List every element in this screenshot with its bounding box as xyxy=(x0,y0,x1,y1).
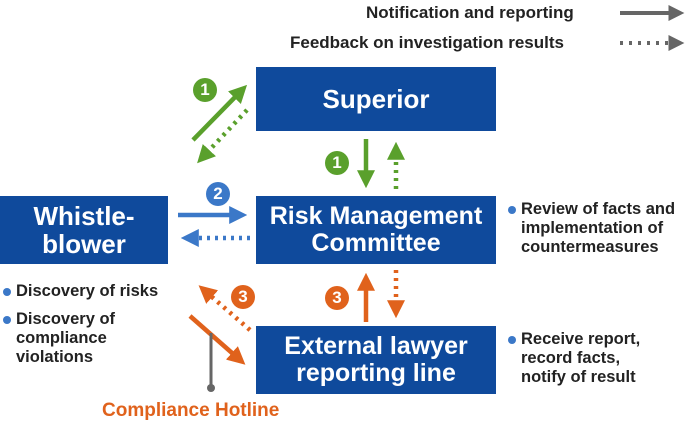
external-note-line1: Receive report, xyxy=(521,330,641,348)
risk-committee-label-line1: Risk Management xyxy=(269,202,483,230)
risks-note: Discovery of risks xyxy=(3,282,159,301)
step-2-badge: 2 xyxy=(206,182,230,206)
external-note-line3: notify of result xyxy=(521,367,636,386)
arrow-wb-to-superior xyxy=(191,84,248,142)
whistleblower-label-line2: blower xyxy=(42,229,126,259)
step-3-badge-left: 3 xyxy=(231,285,255,309)
whistleblower-box: Whistle- blower xyxy=(0,196,168,264)
external-lawyer-box: External lawyer reporting line xyxy=(256,326,496,394)
risks-note-line1: Discovery of risks xyxy=(16,282,159,300)
legend-solid-label: Notification and reporting xyxy=(366,3,574,22)
step-3-badge-center: 3 xyxy=(325,286,349,310)
violations-note: Discovery of compliance violations xyxy=(3,310,116,366)
committee-note-line3: countermeasures xyxy=(521,237,659,256)
hotline-pointer-dot xyxy=(207,384,215,392)
committee-note: Review of facts and implementation of co… xyxy=(508,200,676,256)
arrow-ext-to-wb-feedback xyxy=(198,285,252,332)
step-1-badge-center: 1 xyxy=(325,151,349,175)
legend-dotted-label: Feedback on investigation results xyxy=(290,33,564,52)
external-label-line1: External lawyer xyxy=(284,332,468,360)
violations-note-line3: violations xyxy=(16,347,94,366)
bullet-icon xyxy=(508,206,516,214)
external-note: Receive report, record facts, notify of … xyxy=(508,330,641,386)
bullet-icon xyxy=(508,336,516,344)
arrow-superior-to-wb-feedback xyxy=(197,108,249,164)
risk-committee-label-line2: Committee xyxy=(311,229,441,257)
violations-note-line1: Discovery of xyxy=(16,310,116,328)
whistleblower-label-line1: Whistle- xyxy=(33,200,135,231)
external-label-line2: reporting line xyxy=(296,359,456,387)
violations-note-line2: compliance xyxy=(16,328,107,347)
bullet-icon xyxy=(3,288,11,296)
bullet-icon xyxy=(3,316,11,324)
risk-committee-box: Risk Management Committee xyxy=(256,196,496,264)
compliance-hotline-label: Compliance Hotline xyxy=(102,400,280,421)
superior-box: Superior xyxy=(256,67,496,131)
arrow-wb-to-ext xyxy=(188,314,246,365)
committee-note-line2: implementation of xyxy=(521,218,664,237)
step-1-badge-left: 1 xyxy=(193,78,217,102)
committee-note-line1: Review of facts and xyxy=(521,200,676,218)
superior-label: Superior xyxy=(322,83,430,114)
external-note-line2: record facts, xyxy=(521,348,621,367)
